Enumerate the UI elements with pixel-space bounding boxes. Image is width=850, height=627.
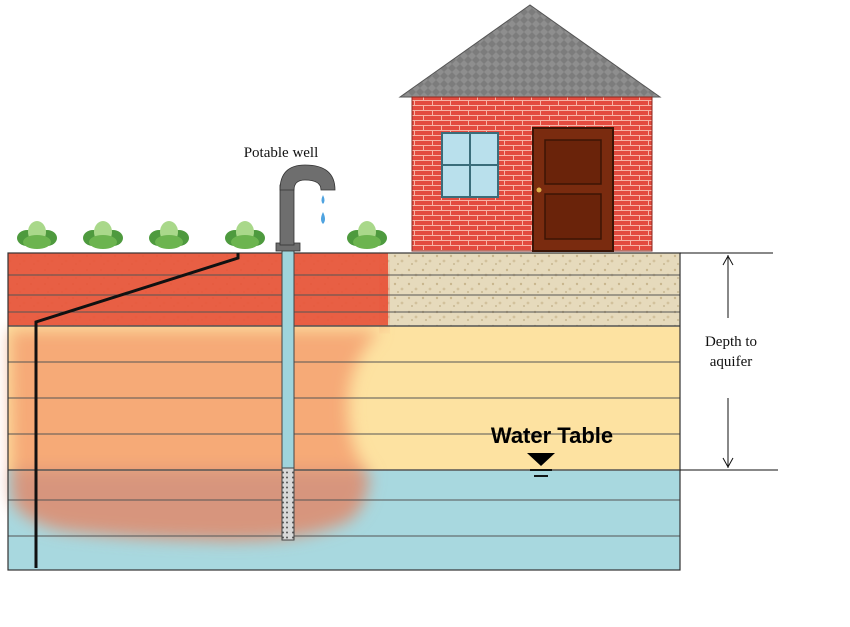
ground-cross-section <box>7 252 681 571</box>
well-screen <box>281 467 295 541</box>
water-drops <box>321 195 325 224</box>
cabbage-plant-icon <box>17 221 57 249</box>
potable-well-label: Potable well <box>244 145 319 161</box>
cabbage-plant-icon <box>83 221 123 249</box>
contaminated-soil-zone <box>8 253 388 326</box>
house-roof <box>398 4 662 98</box>
faucet-icon <box>279 164 336 246</box>
potable-well <box>275 164 336 541</box>
depth-label-line1: Depth to <box>705 334 757 350</box>
well-casing <box>281 249 295 471</box>
cabbage-plant-icon <box>347 221 387 249</box>
drain-pipe <box>34 253 240 568</box>
cabbage-plant-icon <box>149 221 189 249</box>
depth-label-line2: aquifer <box>710 354 752 370</box>
water-table-symbol-icon <box>527 453 555 477</box>
depth-dimension <box>680 252 778 471</box>
house-icon <box>398 4 662 252</box>
cabbage-plant-icon <box>225 221 265 249</box>
house-door <box>532 127 614 252</box>
crop-row <box>17 221 387 249</box>
house-window <box>441 132 499 198</box>
water-table-label: Water Table <box>491 423 613 448</box>
